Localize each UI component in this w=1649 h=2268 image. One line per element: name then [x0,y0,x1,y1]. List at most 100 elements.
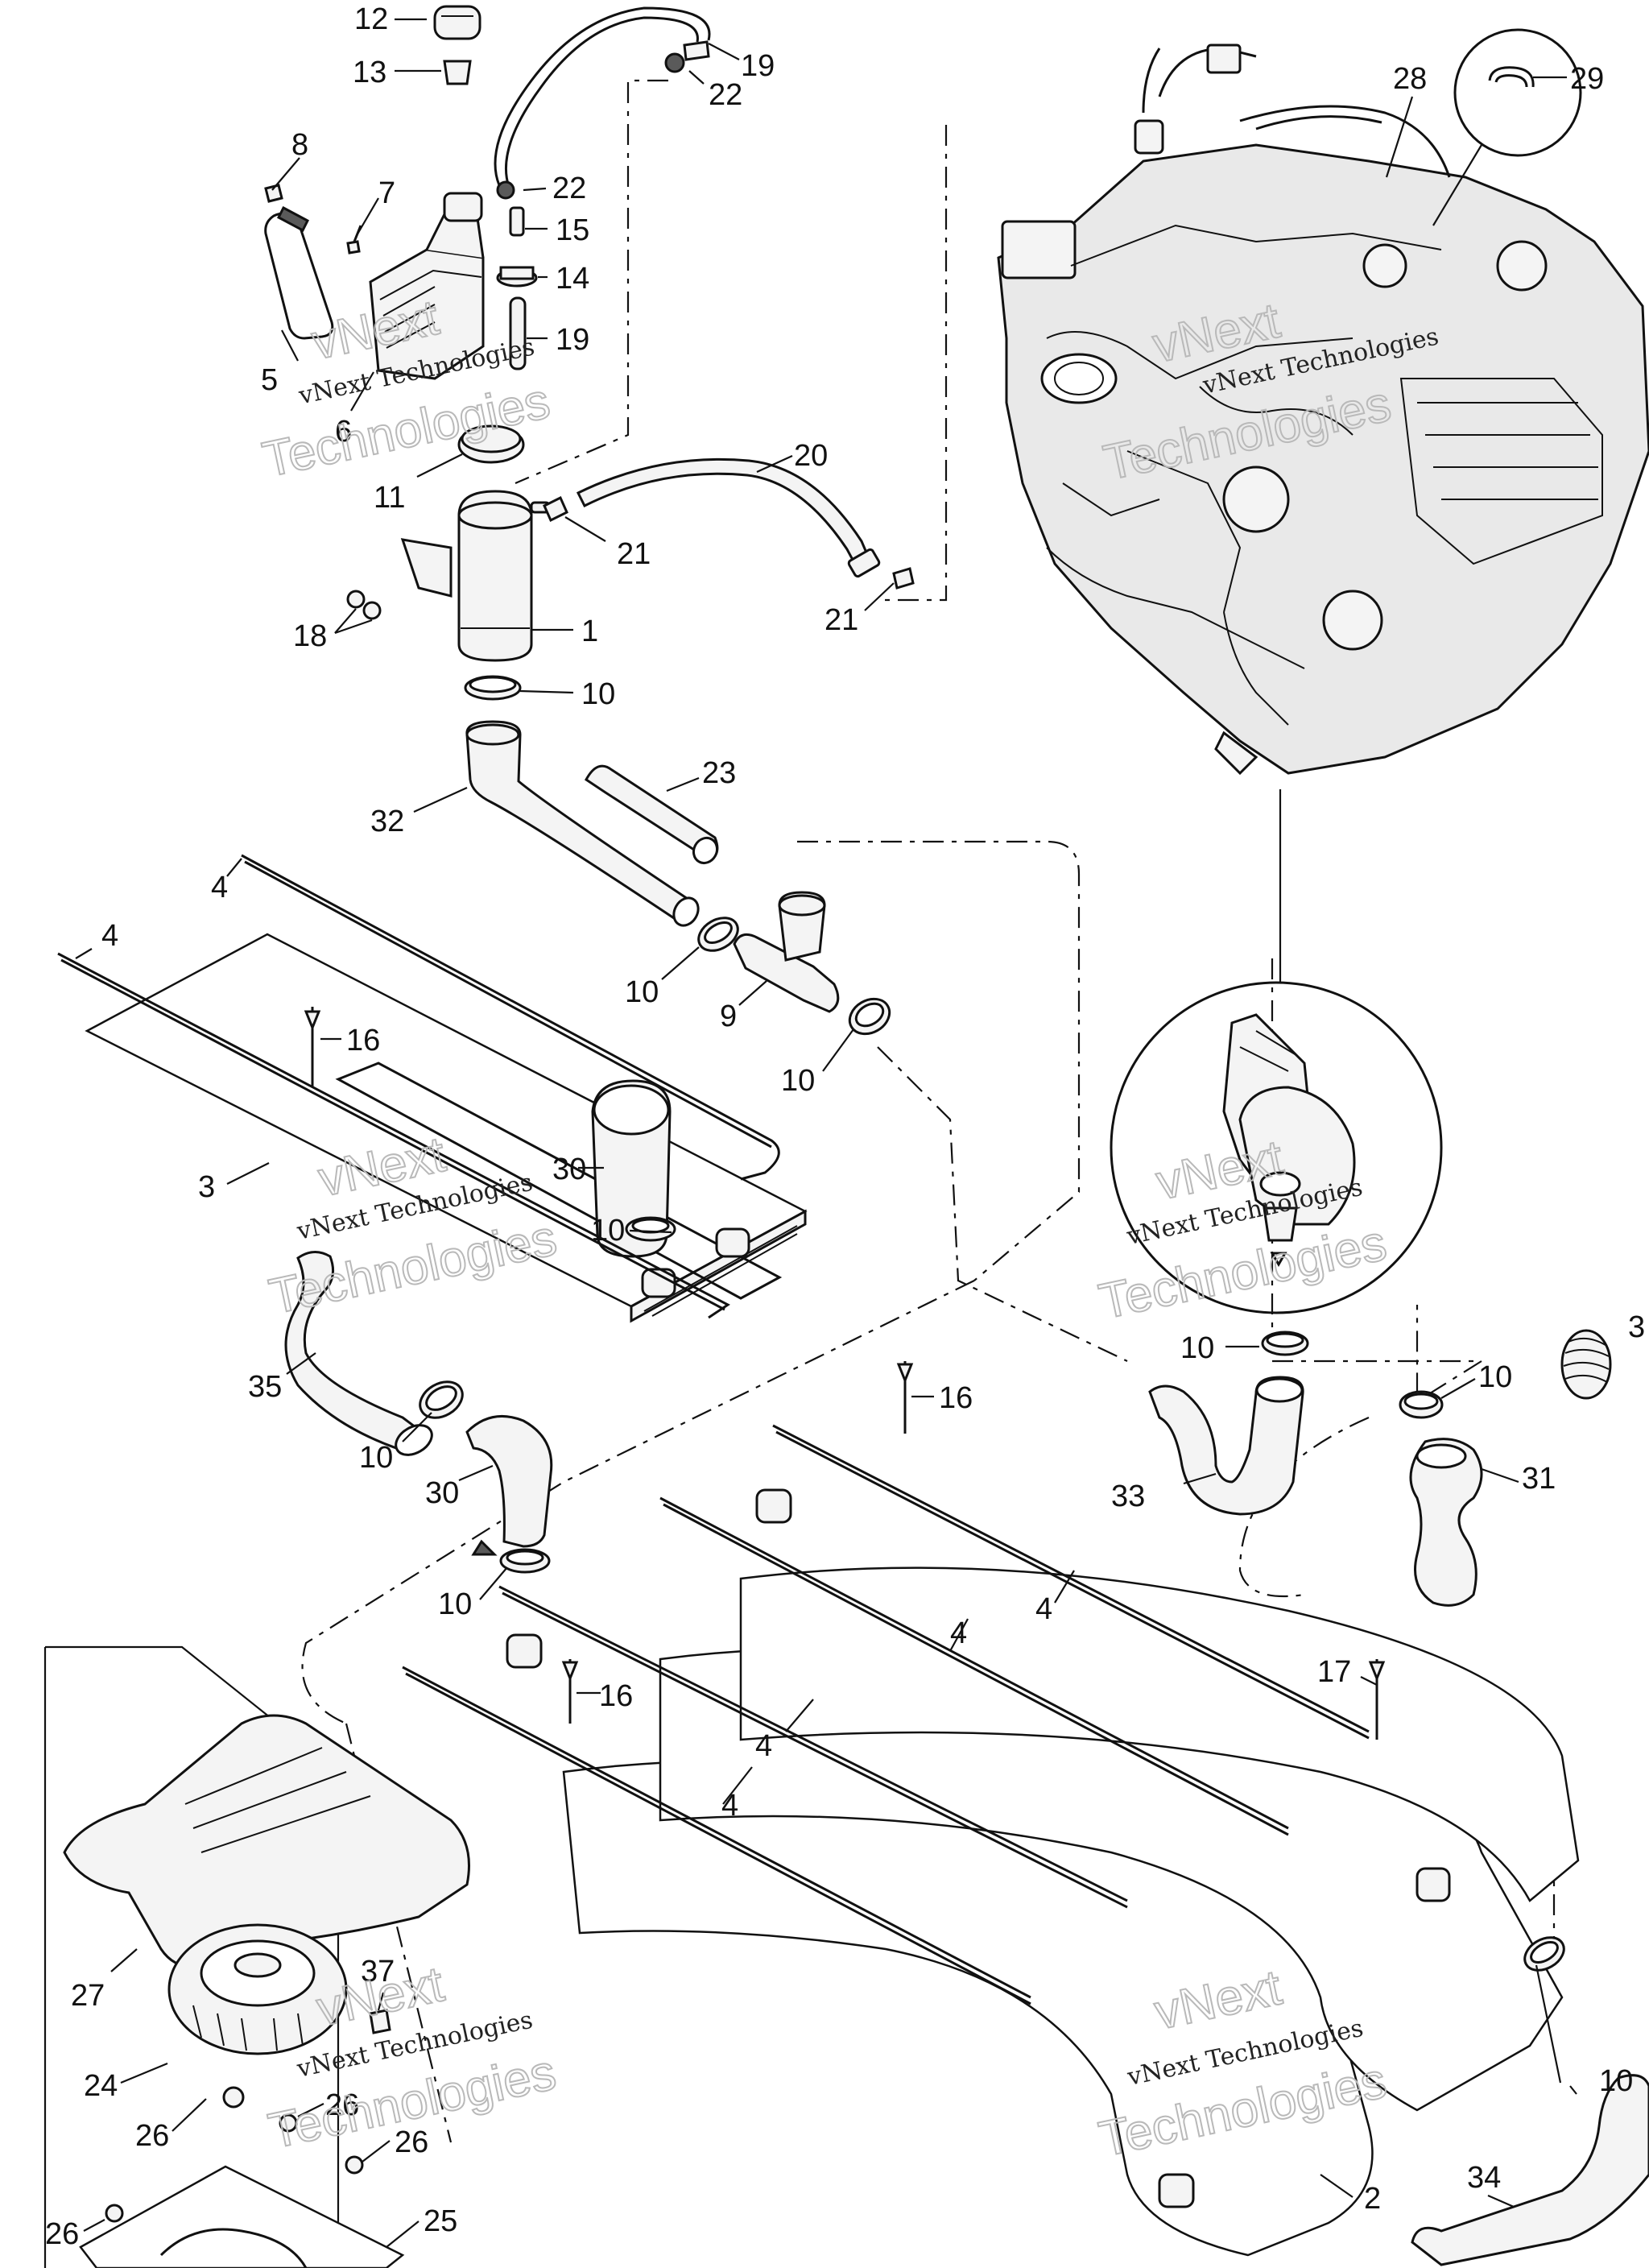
outlet-fitting [1158,1867,1451,2208]
callout-30-lower: 30 [425,1476,459,1510]
callout-4-a: 4 [211,871,228,904]
valve-15 [509,206,525,237]
callout-16-low: 16 [599,1679,633,1713]
callout-34: 34 [1467,2161,1501,2195]
callout-10-bottom: 10 [1599,2064,1633,2098]
callout-6: 6 [335,415,352,449]
clamp-10-reservoir [464,675,522,701]
callout-33: 33 [1111,1480,1145,1513]
seal-strip-4-f [402,1666,1031,2005]
reservoir-cap-12 [433,5,481,40]
plate-25 [79,2165,405,2268]
rivet-17 [1368,1659,1386,1740]
callout-10-pump: 10 [1180,1331,1214,1365]
callout-4-f: 4 [721,1789,738,1823]
callout-18: 18 [293,619,327,653]
seal-strip-4-c [772,1424,1370,1740]
callout-10-right: 10 [781,1064,815,1098]
callout-30: 30 [552,1153,586,1186]
pump-inset-circle [1110,981,1443,1314]
hose-35 [284,1251,433,1456]
hose-34 [1411,2074,1649,2266]
callout-9: 9 [720,999,737,1033]
callout-21: 21 [617,537,651,571]
callout-10-31: 10 [1478,1360,1512,1394]
hose-30-lower [465,1414,553,1548]
bolts-18 [346,590,382,620]
rivet-16-mid [896,1361,914,1434]
rivet-16-left [304,1007,321,1087]
leader-lines [75,18,1577,2248]
screw-7 [346,225,362,255]
callout-4-b: 4 [101,919,118,953]
callout-24: 24 [84,2069,118,2103]
callout-12: 12 [354,2,388,36]
routing-lines [301,79,1556,2143]
callout-8: 8 [291,128,308,162]
reservoir-1 [400,490,551,662]
inset-29-circle [1432,28,1582,226]
callout-10-reservoir: 10 [581,677,615,711]
vent-cover-27 [63,1714,470,1968]
seal-strip-4-e [498,1585,1128,1909]
callout-20: 20 [794,439,828,473]
hose-33 [1148,1376,1304,1516]
callout-5: 5 [261,363,278,397]
bracket-5 [264,205,334,340]
callout-4-d: 4 [950,1616,967,1650]
callout-4-e: 4 [755,1729,772,1763]
clamp-10-left [697,917,739,952]
callout-3: 3 [198,1170,215,1204]
callout-7: 7 [378,176,395,210]
clamp-10-pump [1261,1331,1309,1356]
hose-31 [1409,1438,1483,1607]
callout-29: 29 [1570,62,1604,96]
callout-27: 27 [71,1979,105,2013]
callout-14: 14 [556,262,589,296]
callout-15: 15 [556,213,589,247]
clamp-10-right [848,997,891,1036]
callout-26-d: 26 [45,2217,79,2251]
hose-23 [585,764,719,865]
clip-22-lower [496,180,515,200]
rivet-16-low [561,1659,579,1724]
callout-25: 25 [424,2204,457,2238]
callout-13: 13 [353,56,386,89]
grommet-14 [496,266,538,288]
clip-22-top [664,52,685,73]
clip-37 [369,2009,391,2034]
arrow-up-30 [471,1539,498,1556]
cap-11 [457,424,525,464]
clamp-10-he [625,1216,676,1242]
seal-strip-4-d [659,1496,1289,1836]
callout-31: 31 [1522,1462,1556,1496]
callout-10-35: 10 [359,1441,393,1475]
callout-4-c: 4 [1035,1592,1052,1626]
callout-26-c: 26 [395,2125,428,2159]
vent-hose-19 [494,6,711,188]
vent-fan-24 [167,1923,348,2055]
fitting-21-left [543,495,568,523]
callout-16: 16 [346,1024,380,1057]
callout-2: 2 [1364,2182,1381,2216]
tee-fitting-9 [733,891,840,1013]
fitting-21-right [892,567,915,590]
seal-strip-4-a [241,854,780,1181]
callout-10-30: 10 [438,1587,472,1621]
callout-22: 22 [709,78,742,112]
callout-35: 35 [248,1370,282,1404]
lower-left-frame [43,1645,340,2268]
callout-3-right: 3 [1628,1310,1645,1344]
cap-adapter-13 [443,60,472,85]
engine-assembly-28 [997,43,1649,776]
callout-32: 32 [370,805,404,838]
fitting-upper-panel [506,1488,792,1669]
callout-22-lower: 22 [552,172,586,205]
callout-11: 11 [374,481,405,515]
callout-10-left: 10 [625,975,659,1009]
callout-1: 1 [581,615,598,648]
callout-26-a: 26 [135,2119,169,2153]
callout-21-right: 21 [824,603,858,637]
hose-20 [576,457,881,578]
